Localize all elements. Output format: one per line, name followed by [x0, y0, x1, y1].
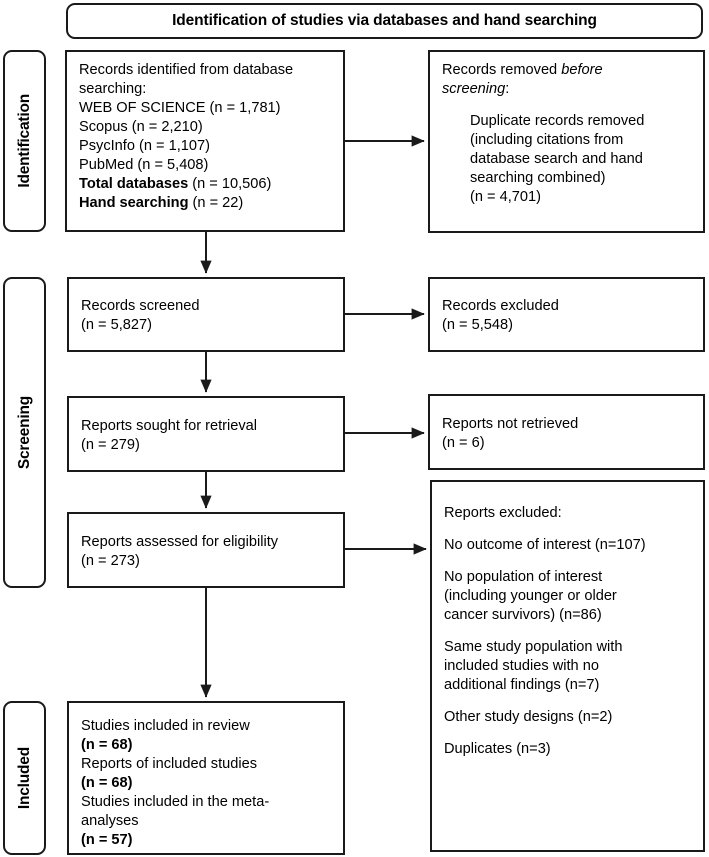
- diagram-header-banner: Identification of studies via databases …: [66, 3, 703, 39]
- studies-in-meta-analyses-label-line-2: analyses: [81, 812, 139, 829]
- box-reports-assessed-for-eligibility: Reports assessed for eligibility (n = 27…: [67, 512, 345, 588]
- reports-excluded-reason-4: Other study designs (n=2): [444, 708, 613, 725]
- reports-assessed-count: (n = 273): [81, 552, 140, 569]
- reports-excluded-reason-5: Duplicates (n=3): [444, 740, 551, 757]
- reports-excluded-reason-2-line-1: No population of interest: [444, 568, 603, 585]
- records-identified-scopus: Scopus (n = 2,210): [79, 118, 203, 135]
- records-identified-line-1: Records identified from database: [79, 62, 294, 78]
- reports-excluded-reason-3-line-2: included studies with no: [444, 657, 599, 674]
- box-records-identified: Records identified from database searchi…: [65, 50, 345, 232]
- duplicate-records-line-4: searching combined): [470, 169, 606, 186]
- box-records-excluded: Records excluded (n = 5,548): [428, 277, 705, 352]
- hand-searching-label: Hand searching: [79, 194, 189, 211]
- studies-included-review-label: Studies included in review: [81, 718, 250, 734]
- studies-in-meta-analyses-count: (n = 57): [81, 831, 133, 848]
- reports-excluded-spacer-3: [444, 625, 693, 638]
- records-screened-count: (n = 5,827): [81, 317, 152, 333]
- records-removed-plain-1: Records removed: [442, 62, 562, 78]
- records-identified-web-of-science: WEB OF SCIENCE (n = 1,781): [79, 99, 281, 116]
- box-reports-not-retrieved: Reports not retrieved (n = 6): [428, 394, 705, 470]
- records-excluded-count: (n = 5,548): [442, 317, 513, 333]
- total-databases-value: (n = 10,506): [188, 175, 272, 192]
- diagram-header-title: Identification of studies via databases …: [172, 12, 597, 29]
- box-records-screened: Records screened (n = 5,827): [67, 277, 345, 352]
- stage-label-identification-text: Identification: [15, 94, 33, 188]
- duplicate-records-count: (n = 4,701): [470, 188, 541, 205]
- stage-label-screening-text: Screening: [15, 395, 33, 470]
- records-removed-line-1: Records removed before: [442, 61, 693, 80]
- reports-excluded-reason-1: No outcome of interest (n=107): [444, 536, 646, 553]
- reports-excluded-spacer-5: [444, 727, 693, 740]
- stage-label-included: Included: [3, 701, 46, 855]
- records-identified-total-databases: Total databases (n = 10,506): [79, 175, 333, 194]
- stage-label-included-text: Included: [15, 746, 33, 810]
- records-removed-spacer: [442, 99, 693, 112]
- reports-not-retrieved-count: (n = 6): [442, 434, 485, 451]
- reports-excluded-reason-2-line-3: cancer survivors) (n=86): [444, 606, 602, 623]
- reports-sought-label: Reports sought for retrieval: [81, 417, 258, 434]
- reports-excluded-reason-3-line-1: Same study population with: [444, 638, 623, 655]
- studies-included-review-count: (n = 68): [81, 736, 133, 753]
- reports-not-retrieved-label: Reports not retrieved: [442, 415, 579, 432]
- stage-label-screening: Screening: [3, 277, 46, 588]
- records-identified-psycinfo: PsycInfo (n = 1,107): [79, 137, 211, 154]
- reports-excluded-reason-2-line-2: (including younger or older: [444, 587, 617, 604]
- records-identified-line-2: searching:: [79, 80, 147, 97]
- box-reports-excluded-detail: Reports excluded: No outcome of interest…: [430, 480, 705, 852]
- duplicate-records-line-3: database search and hand: [470, 150, 643, 167]
- reports-sought-count: (n = 279): [81, 436, 140, 453]
- reports-excluded-heading: Reports excluded:: [444, 505, 562, 521]
- box-reports-sought-for-retrieval: Reports sought for retrieval (n = 279): [67, 396, 345, 472]
- reports-excluded-reason-3-line-3: additional findings (n=7): [444, 676, 600, 693]
- records-identified-hand-searching: Hand searching (n = 22): [79, 194, 333, 213]
- records-removed-plain-2: :: [505, 80, 510, 97]
- box-studies-included: Studies included in review (n = 68) Repo…: [67, 701, 345, 855]
- total-databases-label: Total databases: [79, 175, 189, 192]
- reports-excluded-spacer-2: [444, 555, 693, 568]
- box-records-removed: Records removed before screening: Duplic…: [428, 50, 705, 233]
- reports-of-included-studies-label: Reports of included studies: [81, 755, 258, 772]
- records-screened-label: Records screened: [81, 298, 200, 315]
- reports-excluded-spacer-4: [444, 695, 693, 708]
- duplicate-records-line-2: (including citations from: [470, 131, 624, 148]
- duplicate-records-line-1: Duplicate records removed: [470, 112, 645, 129]
- studies-in-meta-analyses-label-line-1: Studies included in the meta-: [81, 793, 270, 810]
- reports-assessed-label: Reports assessed for eligibility: [81, 533, 279, 550]
- records-removed-italic-2: screening: [442, 80, 506, 97]
- records-identified-pubmed: PubMed (n = 5,408): [79, 156, 209, 173]
- hand-searching-value: (n = 22): [188, 194, 244, 211]
- records-removed-line-2: screening:: [442, 80, 693, 99]
- records-removed-italic-1: before: [561, 62, 603, 78]
- records-excluded-label: Records excluded: [442, 298, 559, 315]
- stage-label-identification: Identification: [3, 50, 46, 232]
- reports-excluded-spacer-1: [444, 523, 693, 536]
- reports-of-included-studies-count: (n = 68): [81, 774, 133, 791]
